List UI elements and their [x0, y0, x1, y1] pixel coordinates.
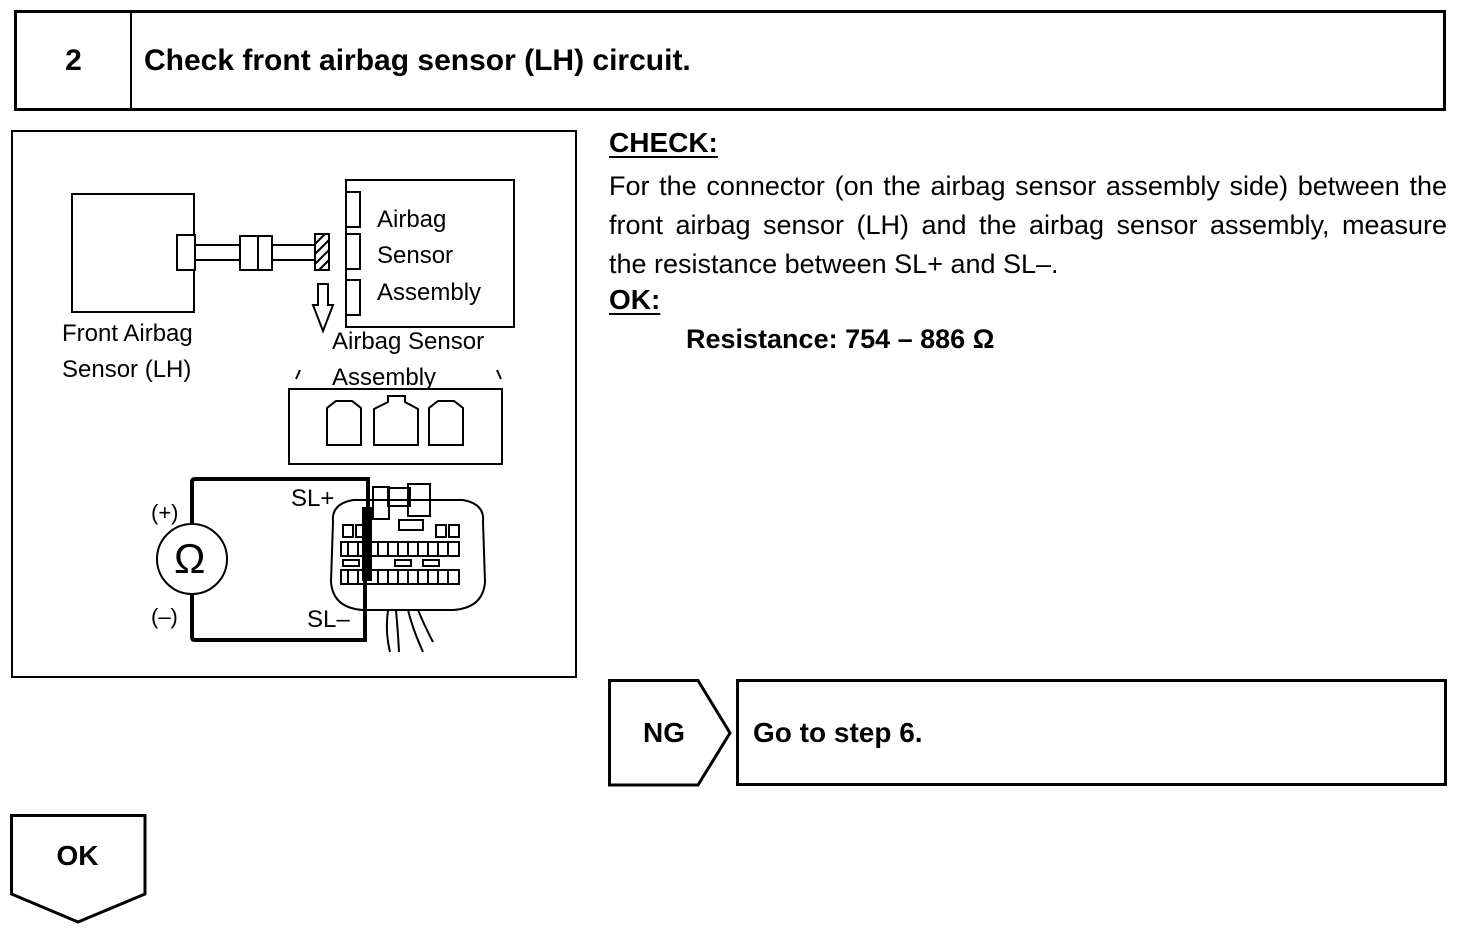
check-instructions: For the connector (on the airbag sensor …: [609, 171, 1447, 279]
terminal-sl-minus-label: SL–: [307, 606, 350, 633]
meter-minus-label: (–): [151, 604, 178, 629]
front-sensor-body: [71, 193, 195, 313]
test-lead-plus: [190, 477, 370, 524]
ohm-symbol: Ω: [174, 535, 206, 582]
connector-face: [288, 388, 503, 465]
meter-plus-label: (+): [151, 500, 179, 525]
connector-cavity-center: [373, 395, 419, 446]
probe-contact: [362, 507, 372, 581]
resistance-spec: Resistance: 754 – 886 Ω: [686, 324, 995, 354]
ng-label: NG: [643, 716, 685, 748]
step-number: 2: [17, 13, 132, 108]
connector-cavity-left: [326, 400, 362, 446]
ng-action: Go to step 6.: [736, 679, 1447, 786]
ng-arrow-box: [608, 679, 732, 787]
step-title: Check front airbag sensor (LH) circuit.: [144, 43, 691, 77]
ok-arrow-box: [10, 814, 147, 924]
assembly-box-label-3: Assembly: [377, 279, 482, 306]
front-sensor-connector: [176, 234, 196, 271]
down-arrow: [311, 283, 335, 334]
wiring-diagram: [71, 179, 515, 653]
terminal-sl-plus-label: SL+: [291, 485, 335, 512]
check-heading: CHECK:: [609, 127, 718, 158]
harness-connector-right: [257, 235, 273, 271]
test-lead-minus: [190, 577, 367, 642]
ok-heading: OK:: [609, 284, 661, 315]
connector-label-1: Airbag Sensor: [332, 328, 485, 355]
ok-branch-label: OK: [56, 840, 99, 871]
assembly-box-label-1: Airbag: [377, 206, 447, 233]
connector-cavity-right: [428, 400, 464, 446]
connector-label-2: Assembly: [332, 364, 437, 391]
assembly-box-label-2: Sensor: [377, 242, 454, 269]
front-sensor-label-1: Front Airbag: [62, 320, 193, 347]
harness-connector-left: [239, 235, 259, 271]
step-header: 2 Check front airbag sensor (LH) circuit…: [14, 10, 1446, 111]
front-sensor-label-2: Sensor (LH): [62, 356, 192, 383]
wiring-figure: Front Airbag Sensor (LH) Airbag Sensor A…: [11, 130, 577, 678]
assembly-connector-outline: [329, 499, 487, 611]
